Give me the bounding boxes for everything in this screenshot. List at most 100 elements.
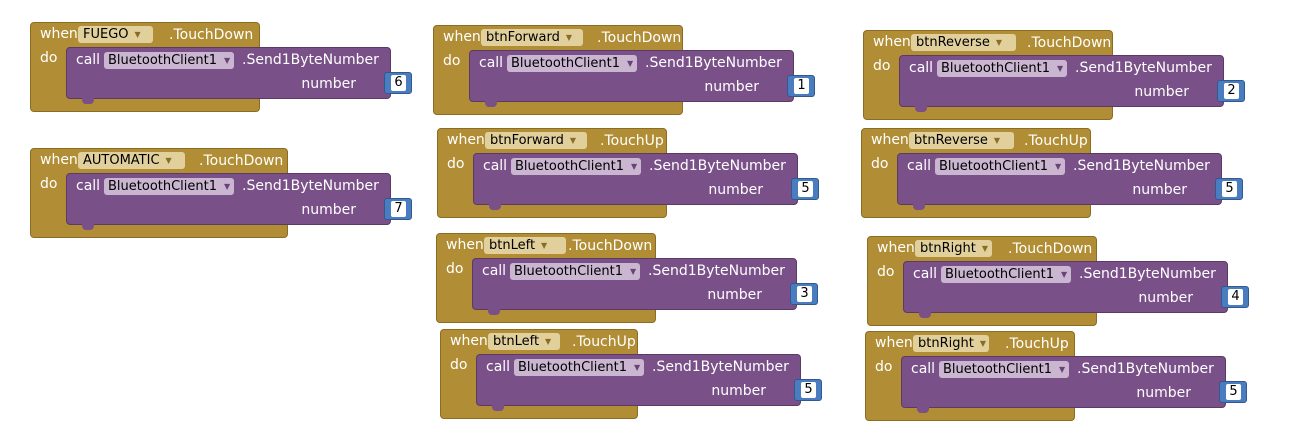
call-target-dropdown[interactable]: BluetoothClient1▼ [939,361,1070,378]
component-dropdown[interactable]: FUEGO▼ [78,26,153,43]
call-target-name: BluetoothClient1 [515,159,625,174]
call-block[interactable]: call BluetoothClient1▼ .Send1ByteNumber … [66,47,412,104]
call-block[interactable]: call BluetoothClient1▼ .Send1ByteNumber … [903,261,1249,318]
number-block[interactable]: 5 [1215,178,1243,200]
number-block[interactable]: 4 [1221,286,1249,308]
number-value[interactable]: 7 [391,201,406,217]
event-body: do [861,153,900,205]
event-footer [437,205,667,218]
component-dropdown[interactable]: btnLeft▼ [488,333,560,350]
call-keyword: call [913,266,938,282]
number-block[interactable]: 7 [384,198,412,220]
call-target-dropdown[interactable]: BluetoothClient1 ▼ [510,263,641,280]
number-value[interactable]: 2 [1224,83,1239,99]
number-value[interactable]: 4 [1228,289,1243,305]
method-name: .Send1ByteNumber [242,178,379,194]
component-name: btnForward [486,30,560,45]
call-target-dropdown[interactable]: BluetoothClient1▼ [507,55,638,72]
number-value[interactable]: 1 [794,78,809,94]
call-target-dropdown[interactable]: BluetoothClient1▼ [937,60,1068,77]
argument-label: number [301,202,356,218]
call-target-dropdown[interactable]: BluetoothClient1▼ [104,52,235,69]
event-header: when btnReverse▼ .TouchUp [861,128,1091,154]
call-block[interactable]: call BluetoothClient1▼ .Send1ByteNumber … [472,258,818,315]
event-body: do [30,47,69,99]
number-block[interactable]: 3 [790,283,818,305]
dropdown-arrow-icon: ▼ [634,363,641,372]
connector-notch [915,106,927,112]
component-name: btnRight [920,241,976,256]
component-dropdown[interactable]: btnLeft▼ [484,237,566,254]
dropdown-arrow-icon: ▼ [630,267,637,276]
argument-label: number [1138,290,1193,306]
event-body: do [30,173,69,225]
number-value[interactable]: 5 [801,382,816,398]
connector-notch [82,224,94,230]
dropdown-arrow-icon: ▼ [1055,162,1062,171]
call-block[interactable]: call BluetoothClient1▼ .Send1ByteNumber … [469,50,815,107]
number-value[interactable]: 5 [798,181,813,197]
call-block[interactable]: call BluetoothClient1▼ .Send1ByteNumber … [473,153,819,210]
number-value[interactable]: 5 [1222,181,1237,197]
event-footer [440,406,638,419]
dropdown-arrow-icon: ▼ [979,339,986,348]
when-keyword: when [871,132,909,148]
when-keyword: when [877,240,915,256]
call-target-name: BluetoothClient1 [514,264,624,279]
event-body: do [865,356,904,408]
component-dropdown[interactable]: btnForward▼ [481,29,583,46]
number-value[interactable]: 5 [1226,384,1241,400]
number-value[interactable]: 3 [797,286,812,302]
call-keyword: call [909,60,934,76]
connector-notch [82,98,94,104]
number-block[interactable]: 5 [1219,381,1247,403]
call-target-dropdown[interactable]: BluetoothClient1▼ [514,359,645,376]
do-keyword: do [873,58,891,74]
do-keyword: do [447,156,465,172]
event-header: when btnRight▼ .TouchUp [865,331,1075,357]
call-block[interactable]: call BluetoothClient1▼ .Send1ByteNumber … [66,173,412,230]
dropdown-arrow-icon: ▼ [224,182,231,191]
component-dropdown[interactable]: btnRight ▼ [915,240,992,257]
component-dropdown[interactable]: btnReverse▼ [909,132,1014,149]
dropdown-arrow-icon: ▼ [981,244,988,253]
call-target-name: BluetoothClient1 [511,56,621,71]
dropdown-arrow-icon: ▼ [1061,270,1068,279]
dropdown-arrow-icon: ▼ [541,241,548,250]
event-name: .TouchUp [1024,133,1088,149]
component-dropdown[interactable]: btnRight▼ [913,335,989,352]
method-name: .Send1ByteNumber [242,52,379,68]
event-header: when btnRight▼ .TouchDown [867,236,1097,262]
number-block[interactable]: 1 [787,75,815,97]
component-name: FUEGO [83,27,129,42]
dropdown-arrow-icon: ▼ [165,156,172,165]
call-target-dropdown[interactable]: BluetoothClient1▼ [941,266,1072,283]
call-target-dropdown[interactable]: BluetoothClient1▼ [935,158,1066,175]
component-dropdown[interactable]: btnReverse▼ [911,34,1016,51]
call-block[interactable]: call BluetoothClient1▼ .Send1ByteNumber … [897,153,1243,210]
call-keyword: call [483,158,508,174]
component-dropdown[interactable]: btnForward▼ [485,132,587,149]
event-name: .TouchUp [600,133,664,149]
connector-notch [489,204,501,210]
number-value[interactable]: 6 [391,75,406,91]
call-target-dropdown[interactable]: BluetoothClient1▼ [104,178,235,195]
dropdown-arrow-icon: ▼ [1057,64,1064,73]
number-block[interactable]: 2 [1217,80,1245,102]
when-keyword: when [40,152,78,168]
call-block[interactable]: call BluetoothClient1▼ .Send1ByteNumber … [899,55,1245,112]
when-keyword: when [450,333,488,349]
call-block[interactable]: call BluetoothClient1▼ .Send1ByteNumber … [476,354,822,411]
do-keyword: do [877,264,895,280]
method-name: .Send1ByteNumber [645,55,782,71]
number-block[interactable]: 5 [794,379,822,401]
when-keyword: when [447,132,485,148]
number-block[interactable]: 6 [384,72,412,94]
component-dropdown[interactable]: AUTOMATIC▼ [78,152,185,169]
event-name: .TouchDown [568,238,653,254]
call-block[interactable]: call BluetoothClient1▼ .Send1ByteNumber … [901,356,1247,413]
event-body: do [433,50,472,102]
number-block[interactable]: 5 [791,178,819,200]
event-header: when btnReverse▼ .TouchDown [863,30,1113,56]
call-target-dropdown[interactable]: BluetoothClient1▼ [511,158,642,175]
